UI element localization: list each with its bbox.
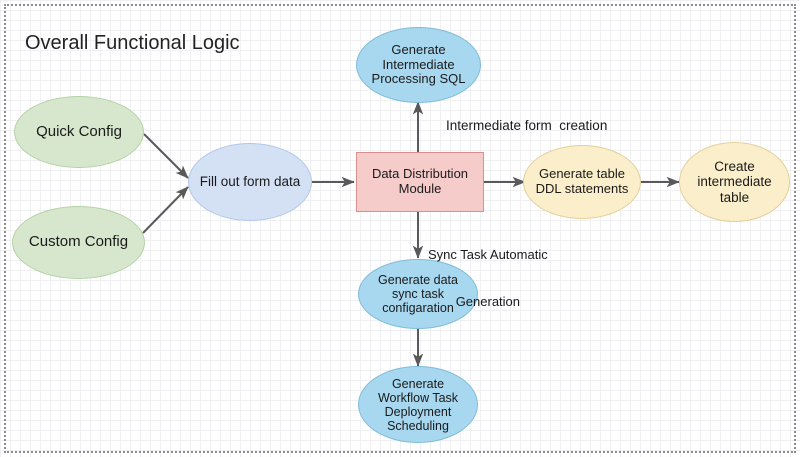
node-data-distribution-module-label-2: Module: [398, 181, 442, 196]
edge-quick-config-to-fill-out: [143, 133, 189, 179]
node-generate-data-sync-task-configaration[interactable]: Generate data sync task configaration: [358, 259, 478, 329]
node-create-inter-table-label-3: table: [719, 189, 750, 205]
node-gen-table-ddl-label-1: Generate table: [538, 166, 625, 182]
node-gen-workflow-label-4: Scheduling: [387, 418, 449, 433]
node-create-intermediate-table[interactable]: Create intermediate table: [679, 142, 790, 222]
edge-label-sync-task-line-1: Sync Task Automatic: [428, 247, 548, 263]
node-custom-config[interactable]: Custom Config: [12, 206, 145, 279]
edge-custom-config-to-fill-out: [142, 186, 189, 234]
node-fill-out-form-data[interactable]: Fill out form data: [188, 143, 312, 221]
node-gen-inter-sql-label-1: Generate: [391, 42, 446, 58]
node-fill-out-form-data-label: Fill out form data: [199, 174, 301, 190]
node-gen-sync-task-label-2: sync task: [391, 287, 445, 301]
node-data-distribution-module-label-1: Data Distribution: [371, 166, 469, 182]
node-quick-config[interactable]: Quick Config: [14, 96, 144, 168]
node-generate-intermediate-processing-sql[interactable]: Generate Intermediate Processing SQL: [356, 27, 481, 103]
page-title: Overall Functional Logic: [25, 32, 240, 54]
node-gen-workflow-label-3: Deployment: [384, 404, 452, 419]
node-gen-inter-sql-label-2: Intermediate: [382, 56, 455, 72]
node-gen-sync-task-label-1: Generate data: [378, 273, 458, 287]
node-data-distribution-module[interactable]: Data Distribution Module: [356, 152, 484, 212]
node-create-inter-table-label-2: intermediate: [697, 174, 772, 190]
node-create-inter-table-label-1: Create: [714, 159, 755, 175]
node-gen-inter-sql-label-3: Processing SQL: [371, 71, 466, 87]
node-custom-config-label: Custom Config: [28, 233, 129, 251]
node-quick-config-label: Quick Config: [36, 122, 122, 140]
node-gen-sync-task-label-3: configaration: [382, 301, 454, 315]
edge-label-sync-task-automatic-generation: Sync Task Automatic Generation: [428, 216, 548, 341]
edge-label-sync-task-line-2: Generation: [455, 293, 521, 309]
node-gen-workflow-label-1: Generate: [391, 376, 445, 391]
node-gen-workflow-label-2: Workflow Task: [377, 390, 459, 405]
node-generate-table-ddl-statements[interactable]: Generate table DDL statements: [523, 145, 641, 219]
edge-label-intermediate-form-creation: Intermediate form creation: [446, 118, 608, 133]
node-generate-workflow-task-deployment-scheduling[interactable]: Generate Workflow Task Deployment Schedu…: [358, 366, 478, 443]
node-gen-table-ddl-label-2: DDL statements: [535, 181, 629, 196]
